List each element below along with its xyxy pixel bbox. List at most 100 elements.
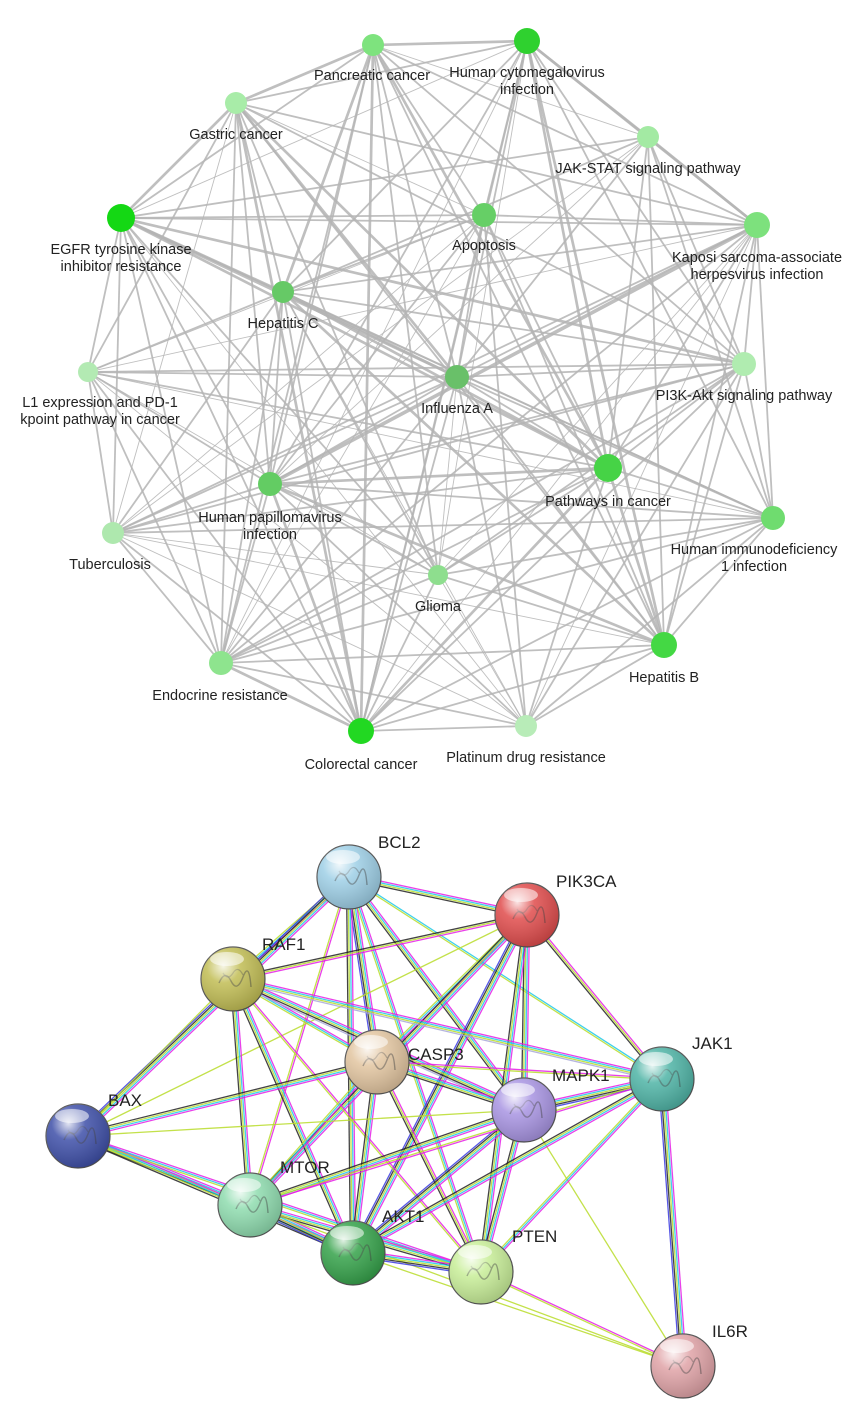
ppi-edge bbox=[234, 977, 356, 1253]
ppi-edge bbox=[351, 1108, 524, 1253]
pathway-node-gastric[interactable] bbox=[225, 92, 247, 114]
pathway-label-jakstat: JAK-STAT signaling pathway bbox=[555, 161, 741, 177]
pathway-label-line: Endocrine resistance bbox=[152, 688, 287, 704]
protein-node-mapk1[interactable] bbox=[491, 1077, 557, 1143]
pathway-node-pdl1[interactable] bbox=[78, 362, 98, 382]
protein-node-pten[interactable] bbox=[448, 1239, 514, 1305]
protein-node-mtor[interactable] bbox=[217, 1172, 283, 1238]
pathway-edge bbox=[268, 483, 363, 732]
pathway-node-pancreatic[interactable] bbox=[362, 34, 384, 56]
pathway-edge bbox=[120, 217, 439, 576]
pathway-node-jakstat[interactable] bbox=[637, 126, 659, 148]
pathway-node-hcmv[interactable] bbox=[514, 28, 540, 54]
ppi-edge bbox=[349, 875, 663, 1079]
protein-label-mapk1: MAPK1 bbox=[552, 1066, 610, 1085]
ppi-edge bbox=[480, 1272, 683, 1368]
pathway-edge bbox=[112, 363, 745, 534]
pathway-node-colorectal[interactable] bbox=[348, 718, 374, 744]
ppi-edge bbox=[248, 1106, 524, 1204]
protein-node-akt1[interactable] bbox=[320, 1220, 386, 1286]
pathway-edge bbox=[360, 363, 745, 732]
pathway-label-line: PI3K-Akt signaling pathway bbox=[656, 388, 833, 404]
pathway-node-hiv[interactable] bbox=[761, 506, 785, 530]
pathway-label-line: Human immunodeficiency bbox=[671, 542, 839, 558]
pathway-node-egfr[interactable] bbox=[107, 204, 135, 232]
pathway-edge bbox=[269, 291, 284, 485]
protein-node-il6r[interactable] bbox=[650, 1333, 716, 1399]
pathway-label-line: Human papillomavirus bbox=[198, 510, 341, 526]
pathway-edge bbox=[220, 376, 458, 664]
pathway-node-apoptosis[interactable] bbox=[472, 203, 496, 227]
ppi-edge bbox=[523, 1109, 684, 1367]
protein-label-mtor: MTOR bbox=[280, 1158, 330, 1177]
ppi-edge bbox=[376, 1061, 482, 1273]
ppi-edge bbox=[349, 876, 526, 1110]
pathway-node-kaposi[interactable] bbox=[744, 212, 770, 238]
pathway-edge bbox=[235, 40, 528, 104]
ppi-edge bbox=[233, 975, 663, 1078]
pathway-edge bbox=[112, 532, 222, 664]
pathway-edge bbox=[120, 216, 745, 366]
ppi-edge bbox=[231, 979, 353, 1254]
pathway-edge bbox=[360, 644, 665, 732]
pathway-edge bbox=[112, 532, 362, 732]
pathway-edge bbox=[269, 214, 485, 485]
pathway-edge bbox=[220, 483, 271, 664]
protein-node-casp3[interactable] bbox=[344, 1029, 410, 1095]
pathway-edge bbox=[483, 214, 609, 469]
pathway-edge bbox=[87, 371, 527, 727]
pathway-node-hepb[interactable] bbox=[651, 632, 677, 658]
pathway-node-hepc[interactable] bbox=[272, 281, 294, 303]
protein-node-bcl2[interactable] bbox=[316, 844, 382, 910]
pathway-node-pi3k[interactable] bbox=[732, 352, 756, 376]
pathway-node-platinum[interactable] bbox=[515, 715, 537, 737]
pathway-label-pathways: Pathways in cancer bbox=[545, 494, 671, 510]
pathway-edge bbox=[372, 44, 458, 378]
ppi-edge bbox=[77, 978, 234, 1137]
pathway-edge bbox=[269, 363, 745, 485]
pathway-label-line: EGFR tyrosine kinase bbox=[50, 242, 191, 258]
ppi-edge bbox=[348, 877, 662, 1081]
pathway-edge bbox=[743, 363, 774, 519]
pathway-edge bbox=[647, 136, 774, 519]
pathway-edge bbox=[120, 216, 609, 470]
pathway-edge bbox=[235, 102, 439, 576]
pathway-node-glioma[interactable] bbox=[428, 565, 448, 585]
pathway-node-hpv[interactable] bbox=[258, 472, 282, 496]
ppi-edge bbox=[348, 876, 482, 1273]
ppi-edge bbox=[78, 1063, 378, 1140]
pathway-label-platinum: Platinum drug resistance bbox=[446, 750, 606, 766]
pathway-edge bbox=[372, 44, 485, 216]
pathway-node-endocrine[interactable] bbox=[209, 651, 233, 675]
pathway-edge bbox=[112, 217, 122, 534]
pathway-edge bbox=[606, 467, 666, 646]
pathway-edge bbox=[235, 102, 609, 469]
pathway-edge bbox=[87, 217, 122, 373]
pathway-edge bbox=[525, 224, 758, 727]
protein-node-raf1[interactable] bbox=[200, 946, 266, 1012]
pathway-edge bbox=[360, 467, 609, 732]
protein-node-jak1[interactable] bbox=[629, 1046, 695, 1112]
pathway-node-influenza[interactable] bbox=[445, 365, 469, 389]
ppi-edge bbox=[354, 1112, 527, 1257]
pathway-edge bbox=[269, 376, 458, 485]
protein-node-bax[interactable] bbox=[45, 1103, 111, 1169]
pathway-label-line: herpesvirus infection bbox=[691, 267, 824, 283]
pathway-node-pathways[interactable] bbox=[594, 454, 622, 482]
pathway-edge bbox=[120, 217, 271, 485]
pathway-edge bbox=[360, 376, 458, 732]
pathway-label-line: Human cytomegalovirus bbox=[449, 65, 605, 81]
pathway-edge bbox=[437, 224, 758, 576]
pathway-label-line: JAK-STAT signaling pathway bbox=[555, 161, 741, 177]
pathway-label-influenza: Influenza A bbox=[421, 401, 493, 417]
protein-node-pik3ca[interactable] bbox=[494, 882, 560, 948]
ppi-edge bbox=[481, 1270, 684, 1366]
ppi-edge bbox=[659, 1079, 682, 1367]
pathway-edge bbox=[269, 223, 758, 486]
ppi-edge bbox=[525, 915, 662, 1081]
pathway-edge bbox=[647, 135, 758, 227]
pathway-node-tuberculosis[interactable] bbox=[102, 522, 124, 544]
